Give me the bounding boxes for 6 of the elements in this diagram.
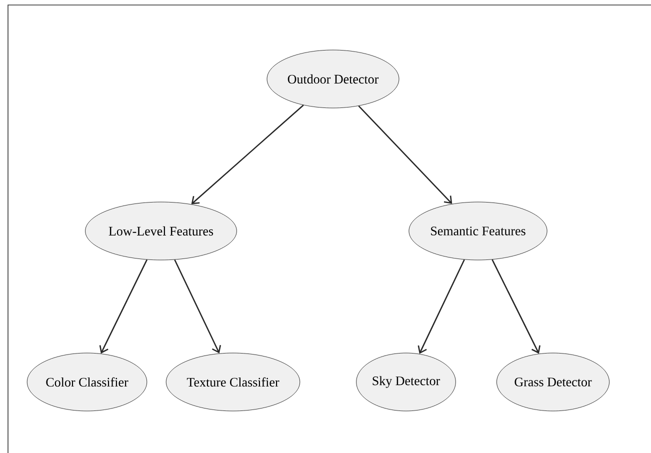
arrow (174, 259, 222, 354)
arrow (418, 259, 465, 354)
arrow (99, 259, 148, 354)
arrow (492, 259, 540, 354)
arrow (358, 105, 452, 204)
arrow (191, 104, 304, 204)
